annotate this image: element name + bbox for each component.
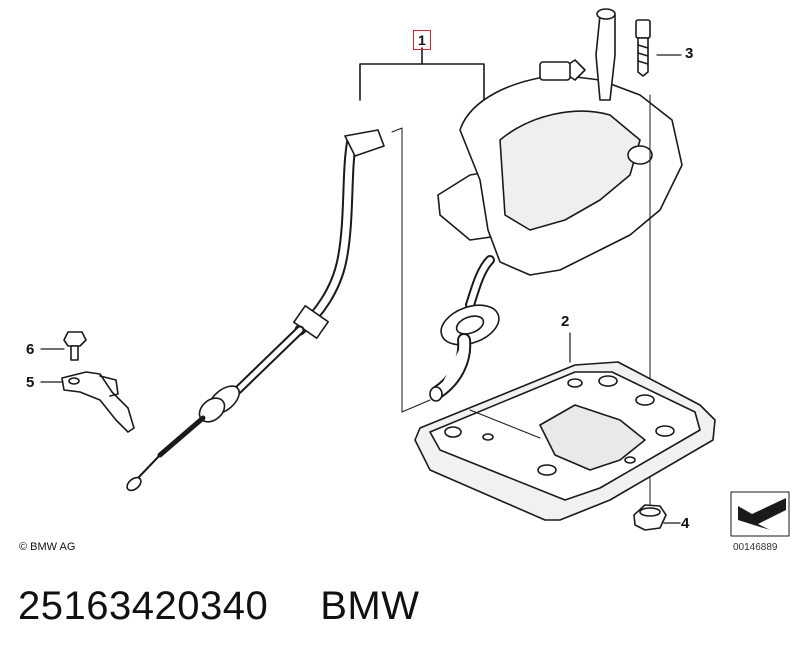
callout-1-leader (359, 47, 485, 101)
bracket-5 (61, 371, 135, 433)
base-plate (414, 361, 716, 521)
assembly-guide-line (391, 127, 403, 413)
selector-lever-housing (429, 8, 683, 402)
brand-name: BMW (320, 584, 420, 628)
nut-4 (633, 504, 667, 531)
copyright-text: © BMW AG (19, 541, 76, 553)
view-direction-icon (730, 491, 790, 537)
parts-diagram (40, 8, 790, 537)
shift-cable (126, 129, 385, 492)
callout-1: 1 (413, 30, 431, 50)
callout-4: 4 (681, 515, 690, 532)
callout-3: 3 (685, 45, 694, 62)
diagram-number: 00146889 (733, 542, 778, 553)
callout-6: 6 (26, 341, 35, 358)
callout-2: 2 (561, 313, 570, 330)
bolt-3 (635, 19, 651, 77)
part-caption: 25163420340 BMW (18, 584, 419, 629)
callout-5: 5 (26, 374, 35, 391)
part-number: 25163420340 (18, 584, 269, 628)
bolt-6 (63, 331, 87, 361)
